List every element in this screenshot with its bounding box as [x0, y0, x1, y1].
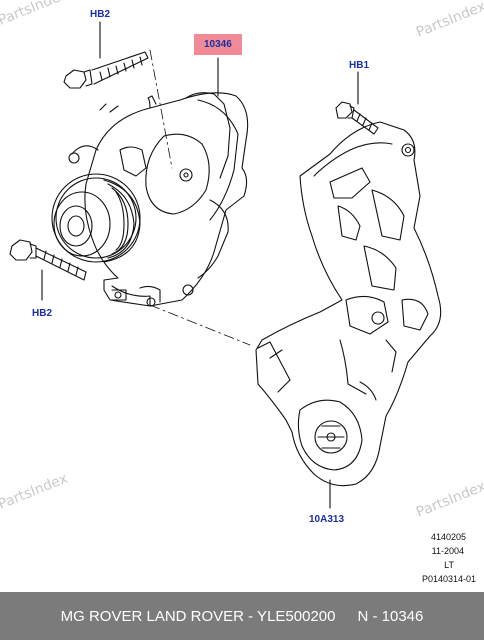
- callout-bracket[interactable]: 10A313: [309, 514, 345, 525]
- diagram-ref: P0140314-01: [421, 574, 476, 584]
- alternator: [68, 92, 249, 307]
- bolt-hb2-top: [63, 51, 149, 89]
- callout-hb2-left[interactable]: HB2: [32, 308, 53, 319]
- footer-bar: MG ROVER LAND ROVER - YLE500200 N - 1034…: [0, 592, 484, 640]
- bolt-hb1: [335, 101, 379, 135]
- callout-hb2-top[interactable]: HB2: [90, 9, 111, 20]
- bolt-hb2-left: [9, 239, 87, 281]
- diagram-date: 11-2004: [431, 546, 464, 556]
- callout-part-number[interactable]: 10346: [194, 34, 242, 55]
- diagram-side: LT: [444, 560, 454, 570]
- bracket: [255, 121, 442, 487]
- diagram-code: 4140205: [430, 532, 466, 542]
- centerline-top: [149, 49, 173, 169]
- footer-part-number: N - 10346: [357, 607, 424, 625]
- pulley: [51, 173, 141, 263]
- parts-diagram: [9, 21, 442, 509]
- callout-hb1[interactable]: HB1: [349, 60, 370, 71]
- footer-brand: MG ROVER LAND ROVER - YLE500200: [60, 607, 336, 625]
- centerline-mid: [149, 304, 251, 346]
